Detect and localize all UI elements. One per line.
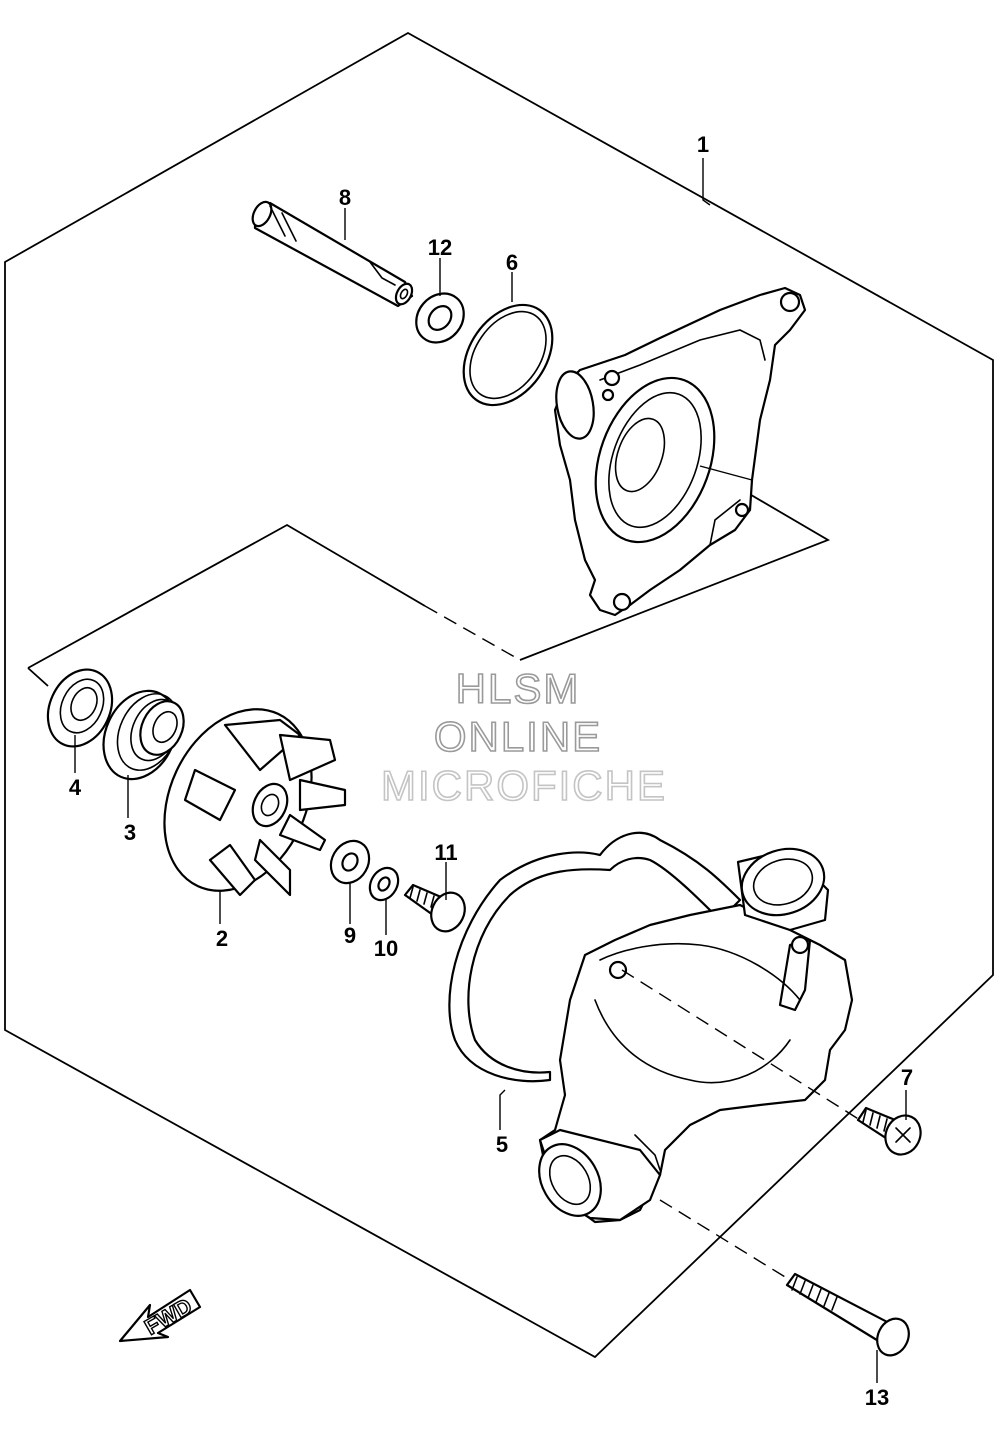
impeller-washer[interactable]	[323, 834, 376, 890]
pump-case-cover[interactable]	[551, 286, 807, 617]
callout-12: 12	[428, 235, 452, 260]
callout-4: 4	[69, 775, 82, 800]
callout-11: 11	[434, 840, 457, 865]
alignment-lines	[621, 465, 861, 1281]
impeller[interactable]	[136, 685, 347, 915]
assembly-frame-outer	[4, 31, 994, 1359]
callout-1: 1	[697, 132, 709, 157]
shaft-washer[interactable]	[406, 284, 473, 352]
callout-5: 5	[496, 1132, 508, 1157]
pump-shaft[interactable]	[249, 199, 416, 308]
callout-7: 7	[901, 1065, 913, 1090]
fwd-arrow-icon: FWD	[118, 1288, 202, 1343]
callout-labels: 1 8 12 6 4 3 2 9 10 11 5 7 13	[69, 132, 913, 1410]
impeller-bolt[interactable]	[403, 883, 471, 937]
watermark-line-3: MICROFICHE	[381, 762, 667, 809]
watermark-line-1: HLSM	[456, 665, 581, 712]
oil-seal[interactable]	[36, 659, 124, 757]
o-ring-small[interactable]	[445, 288, 570, 422]
bolt-washer[interactable]	[364, 863, 404, 905]
pump-body-screw[interactable]	[856, 1106, 927, 1160]
callout-10: 10	[374, 936, 398, 961]
callout-13: 13	[865, 1385, 889, 1410]
o-ring-large[interactable]	[448, 831, 742, 1083]
mechanical-seal[interactable]	[90, 679, 192, 791]
leader-lines	[74, 158, 907, 1383]
callout-6: 6	[506, 250, 518, 275]
watermark-line-2: ONLINE	[434, 713, 602, 760]
callout-9: 9	[344, 923, 356, 948]
watermark: HLSM ONLINE MICROFICHE	[380, 664, 667, 810]
pump-mounting-bolt[interactable]	[785, 1272, 915, 1361]
callout-3: 3	[124, 820, 136, 845]
callout-8: 8	[339, 185, 351, 210]
pump-body[interactable]	[527, 839, 854, 1227]
callout-2: 2	[216, 926, 228, 951]
